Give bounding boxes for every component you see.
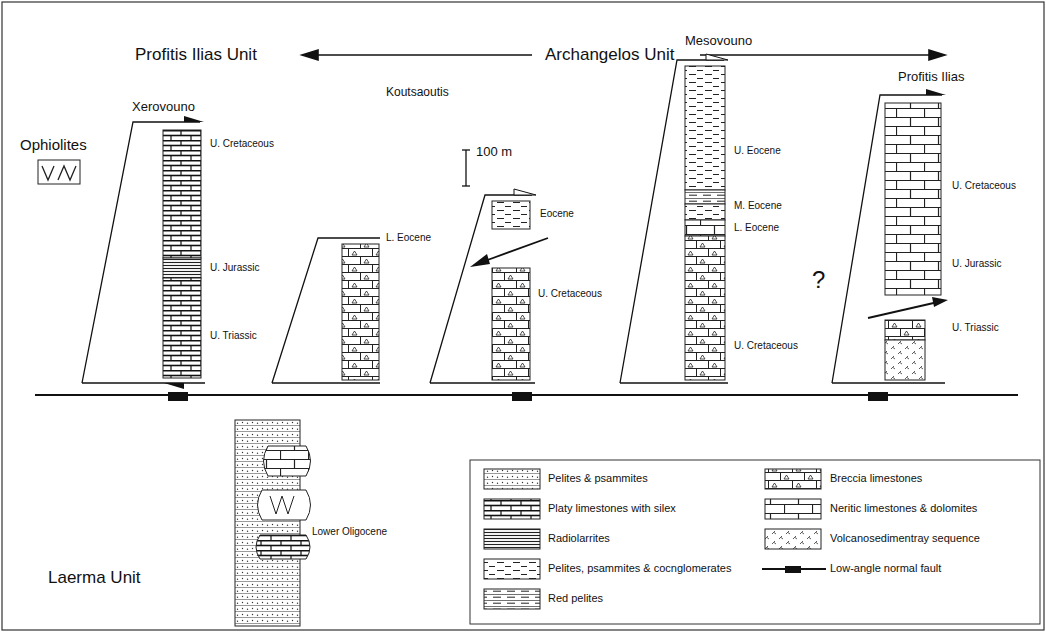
- scale-label: 100 m: [476, 145, 512, 160]
- age-label: U. Cretaceous: [538, 288, 602, 300]
- laerma-column: [235, 420, 311, 626]
- age-label: U. Triassic: [952, 322, 999, 334]
- age-label: U. Eocene: [734, 145, 781, 157]
- mesovouno-column: [620, 54, 728, 383]
- unit-name: Laerma Unit: [48, 568, 141, 588]
- xerovouno-column: [82, 116, 205, 389]
- legend-text: Neritic limestones & dolomites: [830, 502, 977, 515]
- koutsaoutis-column: [272, 238, 380, 383]
- rock-name: Ophiolites: [20, 136, 87, 153]
- age-label: U. Cretaceous: [734, 340, 798, 352]
- age-label: Eocene: [540, 208, 574, 220]
- unit-name: Profitis Ilias Unit: [135, 45, 257, 65]
- legend-text: Radiolarrites: [548, 532, 610, 545]
- age-label: Lower Oligocene: [312, 526, 387, 538]
- age-label: M. Eocene: [734, 200, 782, 212]
- unit-name: Archangelos Unit: [545, 45, 674, 65]
- low-angle-normal-fault: [35, 392, 1018, 401]
- legend-text: Platy limestones with silex: [548, 502, 676, 515]
- age-label: U. Cretaceous: [210, 138, 274, 150]
- locality-name: Xerovouno: [132, 100, 195, 115]
- legend-samples: [470, 460, 1040, 624]
- age-label: L. Eocene: [386, 232, 431, 244]
- scale-bar: [462, 150, 470, 186]
- legend-text: Low-angle normal fault: [830, 562, 941, 575]
- legend-text: Pelites & psammites: [548, 472, 648, 485]
- legend-text: Red pelites: [548, 592, 603, 605]
- age-label: U. Cretaceous: [952, 180, 1016, 192]
- age-label: U. Triassic: [210, 330, 257, 342]
- legend-text: Volcanosedimentray sequence: [830, 532, 980, 545]
- locality-name: Profitis Ilias: [898, 70, 964, 85]
- ophiolite-symbol: [38, 160, 80, 184]
- legend-text: Pelites, psammites & cocnglomerates: [548, 562, 731, 575]
- koutsaoutis-column: [430, 189, 548, 383]
- age-label: U. Jurassic: [210, 262, 259, 274]
- age-label: U. Jurassic: [952, 258, 1001, 270]
- locality-name: Mesovouno: [685, 34, 752, 49]
- age-label: L. Eocene: [734, 222, 779, 234]
- query-mark: ?: [812, 266, 825, 294]
- legend-text: Breccia limestones: [830, 472, 922, 485]
- profitis-ilias-column: [832, 89, 948, 383]
- locality-name: Koutsaoutis: [386, 86, 449, 100]
